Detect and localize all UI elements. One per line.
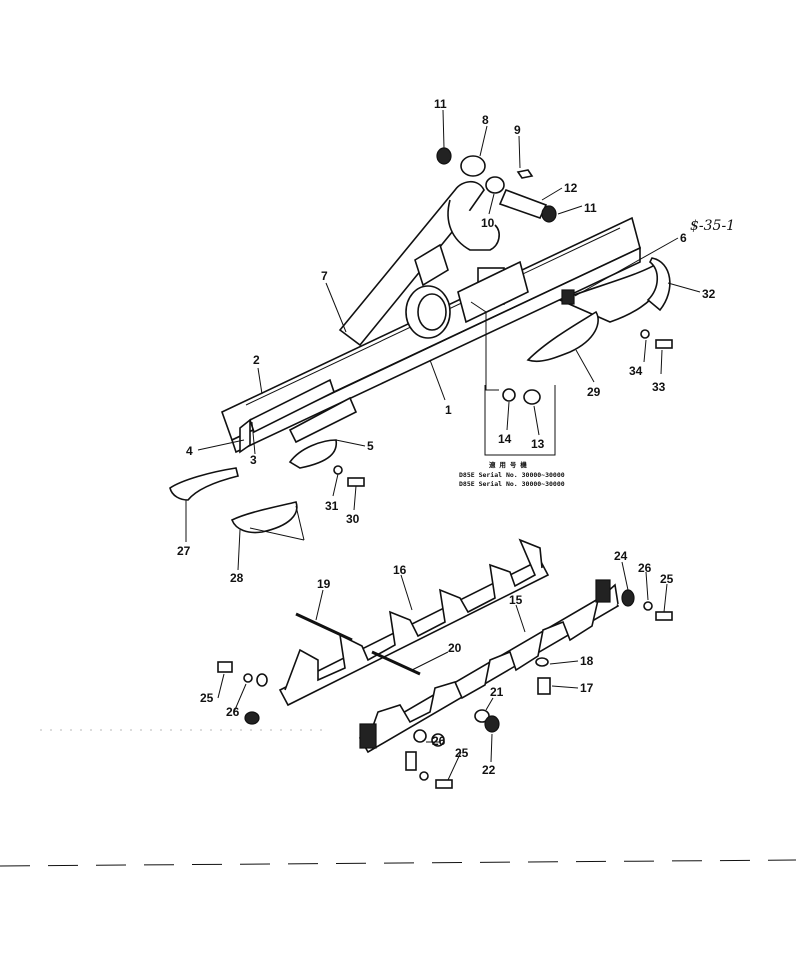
- callout-1: 1: [445, 403, 452, 417]
- track-guard-16: [278, 538, 550, 707]
- serial-note-line3: D85E Serial No. 30000~30000: [459, 480, 565, 488]
- guard-28: [230, 501, 305, 541]
- leader-lines: [185, 109, 701, 781]
- callout-31: 31: [325, 499, 339, 513]
- callout-18: 18: [580, 654, 594, 668]
- scan-artifacts: [0, 729, 796, 867]
- callout-25c: 25: [455, 746, 469, 760]
- callout-14: 14: [498, 432, 512, 446]
- callout-12: 12: [564, 181, 578, 195]
- track-guard-15: [358, 579, 620, 754]
- callout-24: 24: [614, 549, 628, 563]
- serial-note-line1: 適 用 号 機: [489, 460, 527, 469]
- serial-note-line2: D85E Serial No. 30000~30000: [459, 471, 565, 479]
- callout-8: 8: [482, 113, 489, 127]
- callout-27: 27: [177, 544, 191, 558]
- callout-22: 22: [482, 763, 496, 777]
- upper-hardware: [333, 147, 673, 487]
- callout-29: 29: [587, 385, 601, 399]
- handwritten-note: $-35-1: [690, 218, 735, 234]
- callout-30: 30: [346, 512, 360, 526]
- callout-28: 28: [230, 571, 244, 585]
- callout-32: 32: [702, 287, 716, 301]
- callout-34: 34: [629, 364, 643, 378]
- callout-15: 15: [509, 593, 523, 607]
- callout-3: 3: [250, 453, 257, 467]
- callout-33: 33: [652, 380, 666, 394]
- callout-13: 13: [531, 437, 545, 451]
- callout-20: 20: [448, 641, 462, 655]
- callout-10: 10: [481, 216, 495, 230]
- pivot-housing: [405, 243, 529, 339]
- callout-16: 16: [393, 563, 407, 577]
- callout-25b: 25: [200, 691, 214, 705]
- equalizer-arm: [338, 180, 500, 347]
- callout-5: 5: [367, 439, 374, 453]
- callout-17: 17: [580, 681, 594, 695]
- callout-labels: 11 8 9 12 11 10 6 32 7 2 1 34 33 29 14 1…: [177, 97, 716, 777]
- callout-25a: 25: [660, 572, 674, 586]
- callout-11b: 11: [584, 201, 597, 215]
- serial-note: 適 用 号 機 D85E Serial No. 30000~30000 D85E…: [459, 460, 565, 488]
- callout-26c: 26: [432, 734, 446, 748]
- callout-2: 2: [253, 353, 260, 367]
- callout-7: 7: [321, 269, 328, 283]
- guard-27: [169, 467, 239, 501]
- callout-11a: 11: [434, 97, 447, 111]
- callout-19: 19: [317, 577, 331, 591]
- guard-29: [526, 310, 599, 363]
- callout-4: 4: [186, 444, 193, 458]
- callout-9: 9: [514, 123, 521, 137]
- callout-6: 6: [680, 231, 687, 245]
- lower-hardware: [217, 589, 673, 789]
- callout-21: 21: [490, 685, 504, 699]
- frame-slot: [249, 378, 358, 444]
- callout-26b: 26: [226, 705, 240, 719]
- guard-5: [288, 439, 338, 469]
- bracket-rear: [557, 257, 671, 323]
- callout-26a: 26: [638, 561, 652, 575]
